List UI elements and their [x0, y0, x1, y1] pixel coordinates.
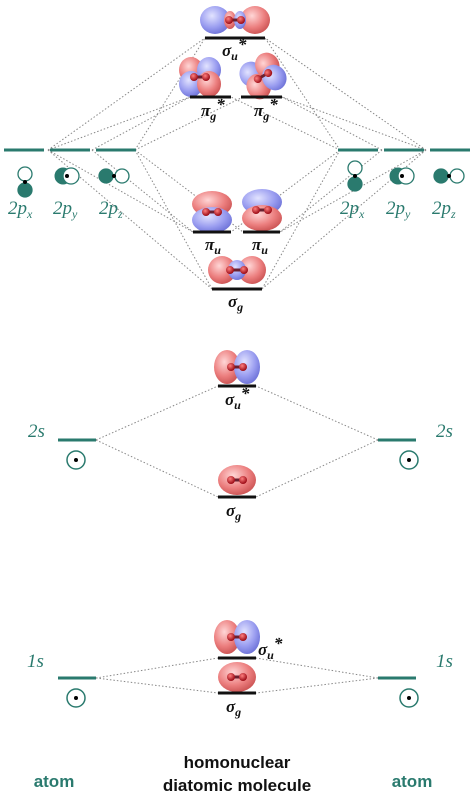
- left-2p-group: 2px 2py 2pz: [4, 148, 136, 221]
- mo-sigma-u-star-1s: σu*: [214, 620, 283, 662]
- footer-left-atom: atom: [34, 772, 75, 791]
- svg-text:σu*: σu*: [225, 384, 250, 412]
- footer-center-line1: homonuclear: [184, 753, 291, 772]
- orbital-lobes: [239, 52, 287, 100]
- svg-text:σg: σg: [226, 697, 241, 719]
- orbital-lobes: [214, 620, 260, 654]
- left-2s-group: 2s: [28, 421, 96, 470]
- svg-text:πu: πu: [205, 235, 221, 257]
- orbital-lobes: [192, 191, 232, 233]
- right-2p-group: 2px 2py 2pz: [338, 148, 470, 221]
- footer-center-line2: diatomic molecule: [163, 776, 311, 795]
- svg-text:σu*: σu*: [258, 634, 283, 662]
- s-orbital-icon: [399, 450, 419, 470]
- right-1s-group: 1s: [378, 651, 453, 708]
- svg-text:σg: σg: [228, 292, 243, 314]
- p-orbital-icon: [17, 166, 33, 198]
- label-2pz-right: 2pz: [432, 198, 456, 221]
- label-2py-right: 2py: [386, 198, 411, 221]
- svg-text:πg*: πg*: [254, 95, 278, 123]
- label-1s-left: 1s: [27, 651, 44, 672]
- mo-pi-u-right: πu: [242, 189, 282, 257]
- mo-sigma-u-star-2s: σu*: [214, 350, 260, 412]
- svg-text:σg: σg: [226, 501, 241, 523]
- mo-pi-u-left: πu: [192, 191, 232, 257]
- orbital-lobes: [218, 662, 256, 692]
- label-2px-left: 2px: [8, 198, 33, 221]
- left-1s-group: 1s: [27, 651, 96, 708]
- label-1s-right: 1s: [436, 651, 453, 672]
- label-2px-right: 2px: [340, 198, 365, 221]
- orbital-lobes: [242, 189, 282, 231]
- mo-sigma-g-1s: σg: [218, 662, 256, 719]
- s-orbital-icon: [66, 688, 86, 708]
- label-2s-left: 2s: [28, 421, 45, 442]
- p-orbital-icon: [389, 167, 415, 185]
- label-2s-right: 2s: [436, 421, 453, 442]
- orbital-lobes: [200, 6, 270, 34]
- p-orbital-icon: [98, 168, 130, 184]
- s-orbital-icon: [66, 450, 86, 470]
- mo-sigma-g-2s: σg: [218, 465, 256, 523]
- orbital-lobes: [179, 57, 221, 97]
- footer-right-atom: atom: [392, 772, 433, 791]
- right-2s-group: 2s: [378, 421, 453, 470]
- svg-text:πg*: πg*: [201, 95, 225, 123]
- orbital-lobes: [214, 350, 260, 384]
- p-orbital-icon: [54, 167, 80, 185]
- svg-text:σu*: σu*: [222, 35, 247, 63]
- orbital-lobes: [208, 256, 266, 284]
- label-2pz-left: 2pz: [99, 198, 123, 221]
- label-2py-left: 2py: [53, 198, 78, 221]
- mo-sigma-u-star-2p: σu*: [200, 6, 270, 63]
- mo-pi-g-star-left: πg*: [179, 57, 231, 123]
- svg-text:πu: πu: [252, 235, 268, 257]
- orbital-lobes: [218, 465, 256, 495]
- p-orbital-icon: [433, 168, 465, 184]
- s-orbital-icon: [399, 688, 419, 708]
- mo-pi-g-star-right: πg*: [239, 52, 287, 123]
- mo-sigma-g-2p: σg: [208, 256, 266, 314]
- p-orbital-icon: [347, 160, 363, 192]
